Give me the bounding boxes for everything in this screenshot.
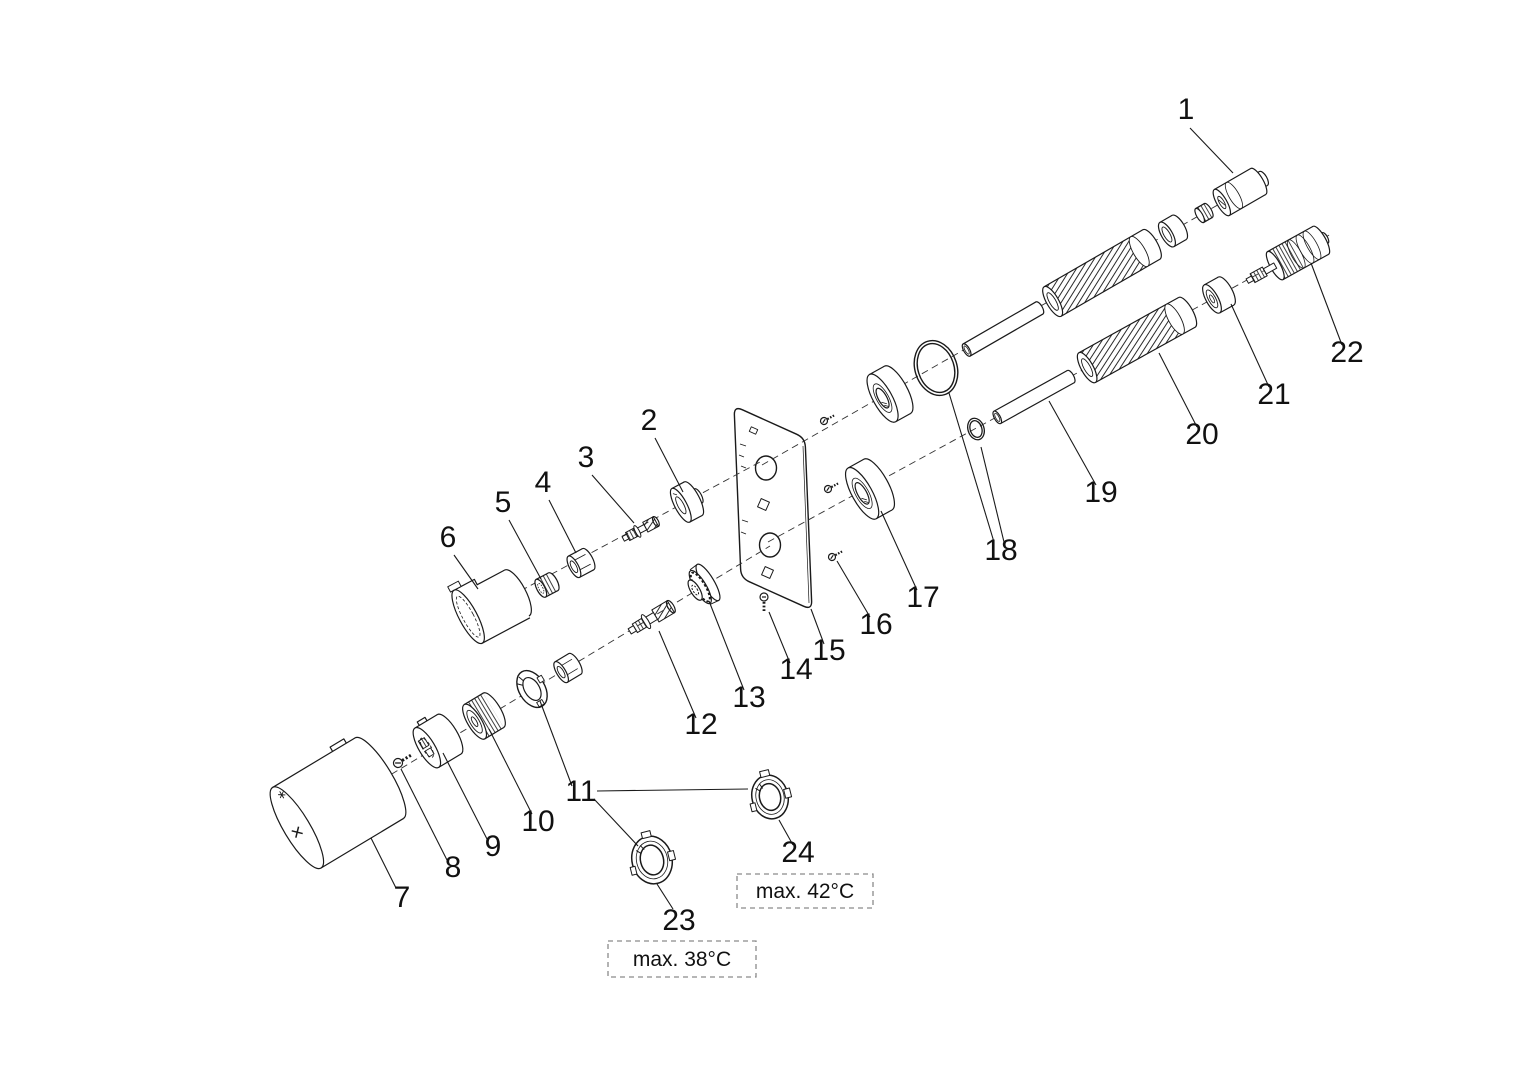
- part-20-threaded-sleeve: [1042, 228, 1162, 318]
- part-label-13: 13: [732, 681, 765, 714]
- part-label-18: 18: [984, 534, 1017, 567]
- part-number-labels: 1 2 3 4 5 6 7 8 9 10 11 12 13 14 15 16 1…: [394, 93, 1364, 937]
- part-16-screw: [823, 482, 840, 494]
- leader-20: [1158, 352, 1198, 428]
- part-label-16: 16: [859, 608, 892, 641]
- part-20-threaded-sleeve: [1076, 296, 1198, 384]
- part-label-6: 6: [440, 521, 457, 554]
- part-label-24: 24: [781, 836, 814, 869]
- part-22-cartridge: [1245, 225, 1331, 284]
- part-label-12: 12: [684, 708, 717, 741]
- part-4-nut: [566, 547, 596, 579]
- note-max38-text: max. 38°C: [633, 948, 731, 971]
- note-max42: max. 42°C: [736, 873, 874, 909]
- leader-5: [508, 519, 542, 580]
- part-19-extension-tube: [992, 369, 1076, 425]
- leader-13: [708, 600, 745, 691]
- leader-17: [880, 510, 918, 591]
- leader-11a: [539, 700, 573, 787]
- part-15-mounting-plate: [733, 407, 813, 609]
- parts-layer: [269, 167, 1331, 885]
- part-label-21: 21: [1257, 378, 1290, 411]
- leader-7: [370, 837, 397, 889]
- leader-18b: [980, 446, 1005, 543]
- part-21-cap-nut: [1202, 276, 1236, 314]
- part-5-adapter-gear: [534, 572, 560, 598]
- part-18-o-ring: [913, 339, 959, 397]
- part-13-adapter: [687, 563, 721, 605]
- leader-18a: [948, 392, 995, 543]
- leader-12: [658, 630, 697, 719]
- part-23-stop-ring-38: [629, 830, 677, 885]
- part-21-cap-nut: [1157, 214, 1189, 248]
- part-label-20: 20: [1185, 418, 1218, 451]
- handle-cold-mark: [278, 791, 286, 799]
- leader-15: [810, 608, 825, 645]
- part-label-19: 19: [1084, 476, 1117, 509]
- leader-23: [656, 883, 674, 910]
- leader-22: [1310, 262, 1343, 346]
- part-label-23: 23: [662, 904, 695, 937]
- part-label-17: 17: [906, 581, 939, 614]
- leader-8: [400, 768, 448, 861]
- part-label-22: 22: [1330, 336, 1363, 369]
- axis-upper-left: [469, 461, 761, 619]
- part-label-11: 11: [565, 775, 596, 808]
- part-12-spindle: [627, 599, 676, 635]
- leader-lines: [370, 127, 1343, 910]
- part-19-extension-tube: [961, 301, 1045, 357]
- part-label-9: 9: [485, 830, 502, 863]
- leader-21: [1230, 303, 1270, 388]
- leader-16: [836, 560, 871, 618]
- part-label-7: 7: [394, 881, 411, 914]
- part-9-limit-stop: [412, 713, 464, 769]
- leader-3: [591, 474, 635, 524]
- handle-index-mark: [291, 826, 303, 838]
- note-max38-box: [607, 940, 757, 978]
- part-label-1: 1: [1178, 93, 1195, 126]
- leader-11c: [593, 798, 639, 847]
- note-max42-box: [736, 873, 874, 909]
- leader-11b: [596, 788, 749, 792]
- part-label-10: 10: [521, 805, 554, 838]
- part-label-5: 5: [495, 486, 512, 519]
- leader-10: [488, 728, 533, 815]
- part-2-flange: [669, 481, 705, 523]
- leader-4: [548, 499, 577, 554]
- part-10-knurled-nut: [462, 692, 506, 740]
- part-7-handle: [269, 736, 407, 870]
- note-max42-text: max. 42°C: [756, 880, 854, 903]
- part-label-4: 4: [535, 466, 552, 499]
- part-24-stop-ring-42: [749, 769, 793, 820]
- part-18-o-ring-small: [967, 417, 985, 441]
- hex-nut: [553, 652, 583, 684]
- leader-14: [768, 611, 791, 664]
- part-label-2: 2: [641, 404, 658, 437]
- part-11-stop-ring: [516, 669, 548, 709]
- part-label-14: 14: [779, 653, 812, 686]
- part-3-spindle: [621, 515, 660, 542]
- leader-9: [442, 752, 488, 840]
- part-label-8: 8: [445, 851, 462, 884]
- leader-6: [453, 554, 479, 590]
- part-1-stop-valve: [1212, 167, 1270, 217]
- leader-2: [654, 437, 684, 493]
- part-14-set-screw: [759, 592, 769, 612]
- part-16-screw: [819, 414, 836, 426]
- part-label-3: 3: [578, 441, 595, 474]
- leader-19: [1048, 400, 1097, 486]
- part-17-escutcheon: [844, 458, 896, 520]
- part-16-screw: [827, 550, 844, 562]
- knurled-adapter: [1194, 202, 1214, 224]
- escutcheon-upper: [866, 365, 914, 423]
- note-max38: max. 38°C: [607, 940, 757, 978]
- part-label-15: 15: [812, 634, 845, 667]
- part-8-screw: [392, 753, 413, 769]
- part-6-clip: [447, 569, 532, 645]
- leader-1: [1189, 127, 1234, 174]
- leader-24: [778, 819, 794, 846]
